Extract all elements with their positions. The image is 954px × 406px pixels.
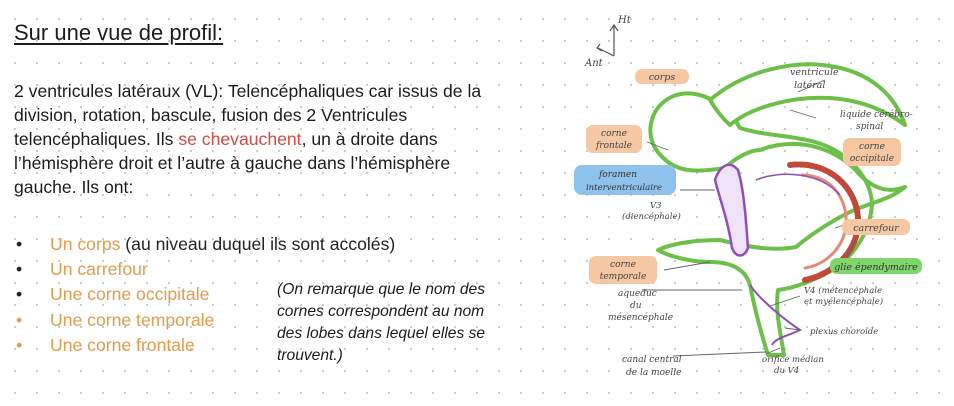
ventricle-outline (648, 62, 907, 357)
canal-label: canal central (622, 355, 682, 365)
ependymal-line (755, 173, 841, 196)
foramen-label: foramen (598, 170, 637, 180)
foramen-label-2: interventriculaire (586, 183, 662, 193)
orifice-label: orifice médian (762, 354, 824, 365)
v4-label-2: et myélencéphale) (804, 296, 883, 307)
orifice-label-2: du V4 (774, 366, 799, 376)
bullet: • (16, 334, 23, 355)
foramen-tag (574, 165, 676, 195)
corne-frontale-tag (586, 125, 642, 153)
bullet: • (16, 309, 23, 330)
bullet: • (16, 284, 23, 305)
note-text: (On remarque que le nom des cornes corre… (277, 281, 486, 364)
list-item: • Un carrefour (14, 257, 395, 282)
list-item: • Une corne occipitale (14, 282, 395, 307)
v4-label: V4 (métencéphale (804, 285, 882, 296)
ventricule-lateral-label-2: latéral (794, 80, 825, 91)
list-item-term: Une corne occipitale (50, 284, 210, 305)
corne-occipitale-tag (843, 138, 901, 166)
v3-label-2: (diencéphale) (622, 211, 681, 222)
canal-label-2: de la moelle (626, 368, 681, 378)
list-item-term: Un carrefour (50, 259, 148, 280)
list-item: • Un corps (au niveau duquel ils sont acc… (14, 232, 395, 257)
carrefour-tag (842, 219, 910, 235)
axis-left-label: Ant (584, 58, 604, 69)
axis-up-label: Ht (617, 15, 632, 26)
carrefour-label: carrefour (853, 223, 900, 234)
intro-text: 2 ventricules latéraux (VL): Telencéphal… (14, 81, 482, 149)
intro-text-end: , un à droite dans l’hémisphère droit et… (14, 129, 451, 197)
corne-temporale-tag (589, 256, 657, 284)
bullet: • (16, 259, 23, 280)
corne-temporale-label-2: temporale (600, 272, 647, 282)
list-item: • Une corne temporale (14, 308, 395, 333)
list-item: • Une corne frontale (14, 333, 395, 358)
corne-occipitale-label-2: occipitale (850, 154, 894, 164)
orientation-arrows (596, 23, 619, 57)
aqueduc-label-3: mésencéphale (608, 312, 673, 323)
list-item-term: Une corne frontale (50, 334, 195, 355)
highlight-text: se chevauchent (178, 129, 302, 149)
list-item-term: Un corps (50, 234, 121, 254)
intro-paragraph: 2 ventricules latéraux (VL): Telencéphal… (14, 79, 514, 199)
ventricule-lateral-label: ventricule (790, 67, 839, 78)
plexus-label: plexus choroïde (810, 327, 878, 337)
corne-temporale-label: corne (610, 260, 636, 270)
aqueduc-label-2: du (630, 301, 642, 311)
corne-frontale-label-2: frontale (595, 141, 632, 151)
corps-tag (635, 69, 689, 84)
ventricle-diagram: Ht Ant corps ventricule latéral liquide … (574, 15, 922, 378)
leader-lines (642, 79, 861, 357)
list-item-term: Une corne temporale (50, 309, 215, 330)
ventricle-parts-list: • Un corps (au niveau duquel ils sont acc… (14, 232, 395, 358)
corps-label: corps (649, 72, 676, 83)
corne-frontale-label: corne (601, 129, 627, 139)
glie-label: glie épendymaire (834, 262, 918, 273)
aqueduc-label: aqueduc (618, 289, 657, 299)
glie-tag (830, 258, 922, 274)
list-item-detail: (au niveau duquel ils sont accolés) (120, 234, 396, 254)
liquide-label: liquide cérébro- (840, 109, 913, 120)
page-title: Sur une vue de profil: (14, 20, 224, 45)
bullet: • (16, 234, 23, 254)
liquide-label-2: spinal (856, 122, 883, 132)
v3-label: V3 (650, 201, 662, 211)
third-ventricle (713, 163, 750, 257)
corne-occipitale-label: corne (859, 142, 885, 152)
